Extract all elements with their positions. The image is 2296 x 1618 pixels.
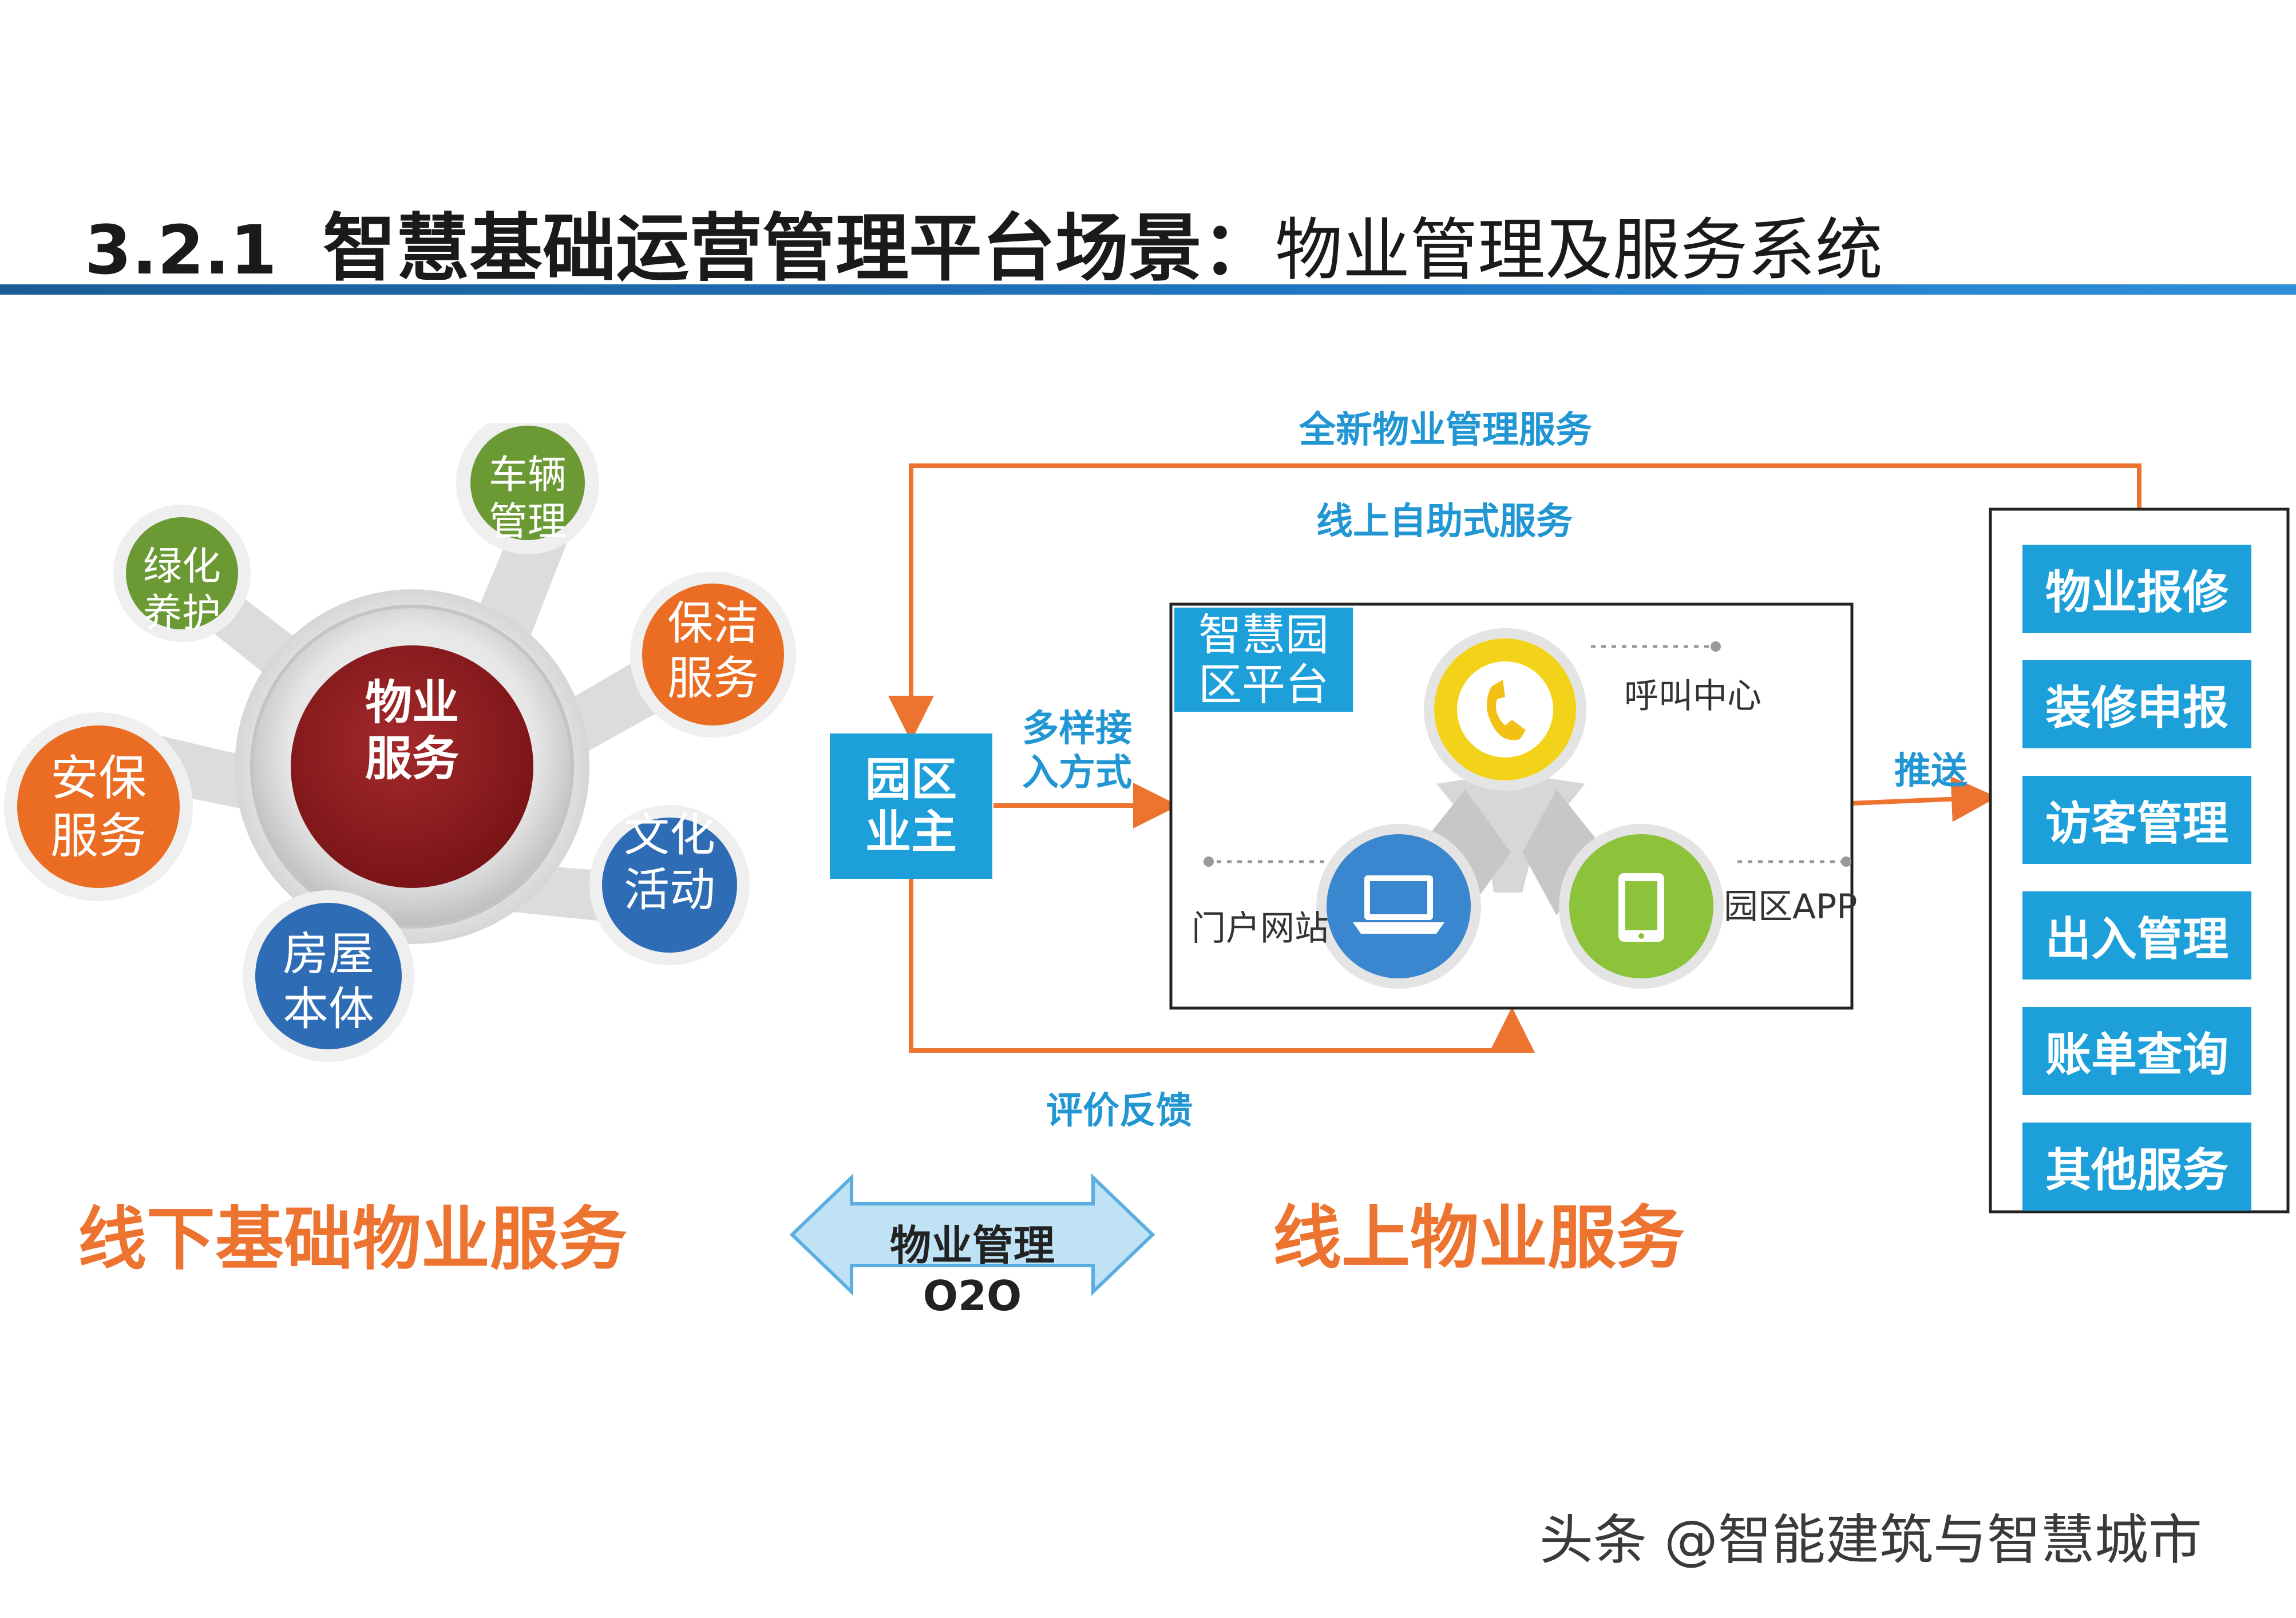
push-arrow (1851, 776, 1997, 822)
satellite-building (255, 903, 402, 1049)
satellite-cleaning (642, 584, 784, 725)
self-service-label: 线上自助式服务 (1316, 501, 1573, 543)
service-bill: 账单查询 (2022, 1007, 2251, 1095)
feedback-arrow (909, 879, 1535, 1053)
service-visitor: 访客管理 (2022, 776, 2251, 864)
service-repair: 物业报修 (2022, 545, 2251, 633)
page-title: 3.2.1 智慧基础运营管理平台场景：物业管理及服务系统 (85, 189, 1883, 298)
platform-title: 智慧园 区平台 (1174, 608, 1353, 712)
service-access: 出入管理 (2022, 891, 2251, 979)
service-other: 其他服务 (2022, 1123, 2251, 1211)
feedback-label: 评价反馈 (1046, 1090, 1193, 1132)
hub-center-circle (291, 645, 533, 888)
satellite-label-building: 房屋 本体 (283, 927, 374, 1036)
satellite-security (17, 725, 180, 888)
satellite-label-vehicle: 车辆 管理 (488, 453, 567, 545)
o2o-label: 物业管理O2O (889, 1222, 1055, 1320)
title-main: 智慧基础运营管理平台场景： (322, 206, 1275, 291)
access-label: 多样接 入方式 (1022, 708, 1132, 794)
satellite-label-culture: 文化 活动 (624, 808, 715, 917)
title-number: 3.2.1 (85, 211, 277, 290)
offline-label: 线下基础物业服务 (78, 1200, 627, 1279)
push-label: 推送 (1894, 750, 1968, 792)
title-sub: 物业管理及服务系统 (1274, 211, 1883, 290)
title-underline (0, 284, 2296, 295)
satellite-label-cleaning: 保洁 服务 (667, 597, 759, 705)
satellite-greening (126, 517, 238, 629)
owner-box: 园区 业主 (830, 733, 992, 879)
satellite-culture (602, 818, 737, 953)
app-label: 园区APP (1724, 887, 1858, 927)
satellite-vehicle (470, 426, 585, 540)
service-decoration: 装修申报 (2022, 660, 2251, 748)
loop-top-arrow (888, 463, 2141, 741)
call-center-label: 呼叫中心 (1624, 676, 1761, 716)
online-label: 线上物业服务 (1273, 1199, 1685, 1278)
top-loop-label: 全新物业管理服务 (1299, 409, 1592, 451)
phone-icon (1487, 680, 1526, 740)
satellite-label-greening: 绿化 养护 (142, 544, 221, 636)
o2o-double-arrow (789, 1173, 1155, 1296)
service-hub-diagram (4, 423, 796, 1062)
satellite-label-security: 安保 服务 (50, 750, 147, 864)
portal-label: 门户网站 (1191, 909, 1329, 949)
watermark: 头条 @智能建筑与智慧城市 (1539, 1509, 2202, 1572)
hub-center-label: 物业 服务 (365, 676, 459, 787)
